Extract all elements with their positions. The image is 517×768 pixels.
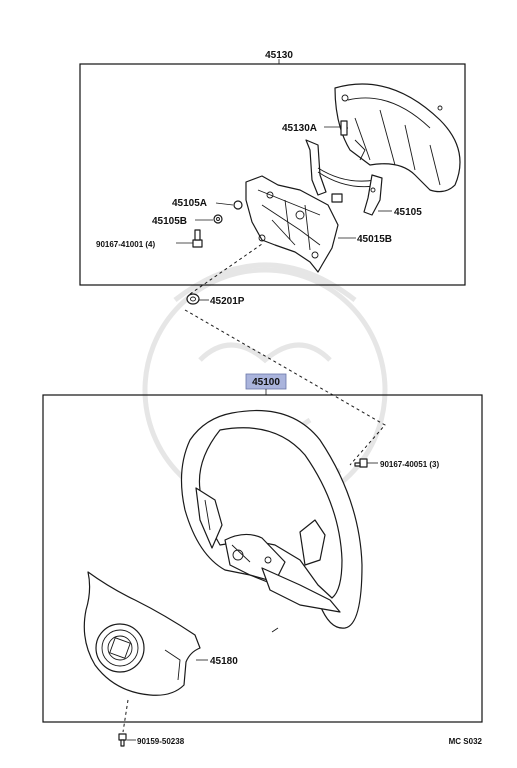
nut-45105A (233, 200, 243, 210)
screw-90159-50238 (118, 733, 127, 747)
label-90167-40051: 90167-40051 (3) (380, 460, 439, 469)
label-90159-50238: 90159-50238 (137, 737, 185, 746)
label-45105: 45105 (394, 207, 422, 218)
horn-pad (83, 571, 201, 696)
nut-45105B (213, 214, 223, 224)
bolt-90167-41001 (192, 229, 203, 248)
contact-bracket (305, 139, 383, 216)
label-45015B: 45015B (357, 234, 392, 245)
label-45180: 45180 (210, 656, 238, 667)
label-45201P: 45201P (210, 296, 245, 307)
diagram-code: MC S032 (449, 737, 483, 746)
lower-assembly-box (42, 394, 483, 723)
base-plate (245, 175, 339, 273)
housing-screw (340, 120, 348, 136)
ring-nut-45201P (186, 293, 200, 305)
detail-mark (271, 627, 279, 633)
dashed-leader-screw (122, 699, 129, 733)
bolt-90167-40051 (354, 458, 368, 468)
upper-assembly-box (79, 63, 466, 286)
dashed-leader-upper (189, 243, 263, 295)
label-45100: 45100 (252, 377, 280, 388)
label-45130: 45130 (265, 50, 293, 61)
label-45105A: 45105A (172, 198, 207, 209)
label-45105B: 45105B (152, 216, 187, 227)
steering-wheel (180, 410, 363, 629)
label-90167-41001: 90167-41001 (4) (96, 240, 155, 249)
dashed-leader-lower (184, 309, 386, 466)
label-45130A: 45130A (282, 123, 317, 134)
horn-housing-cover (334, 83, 461, 193)
